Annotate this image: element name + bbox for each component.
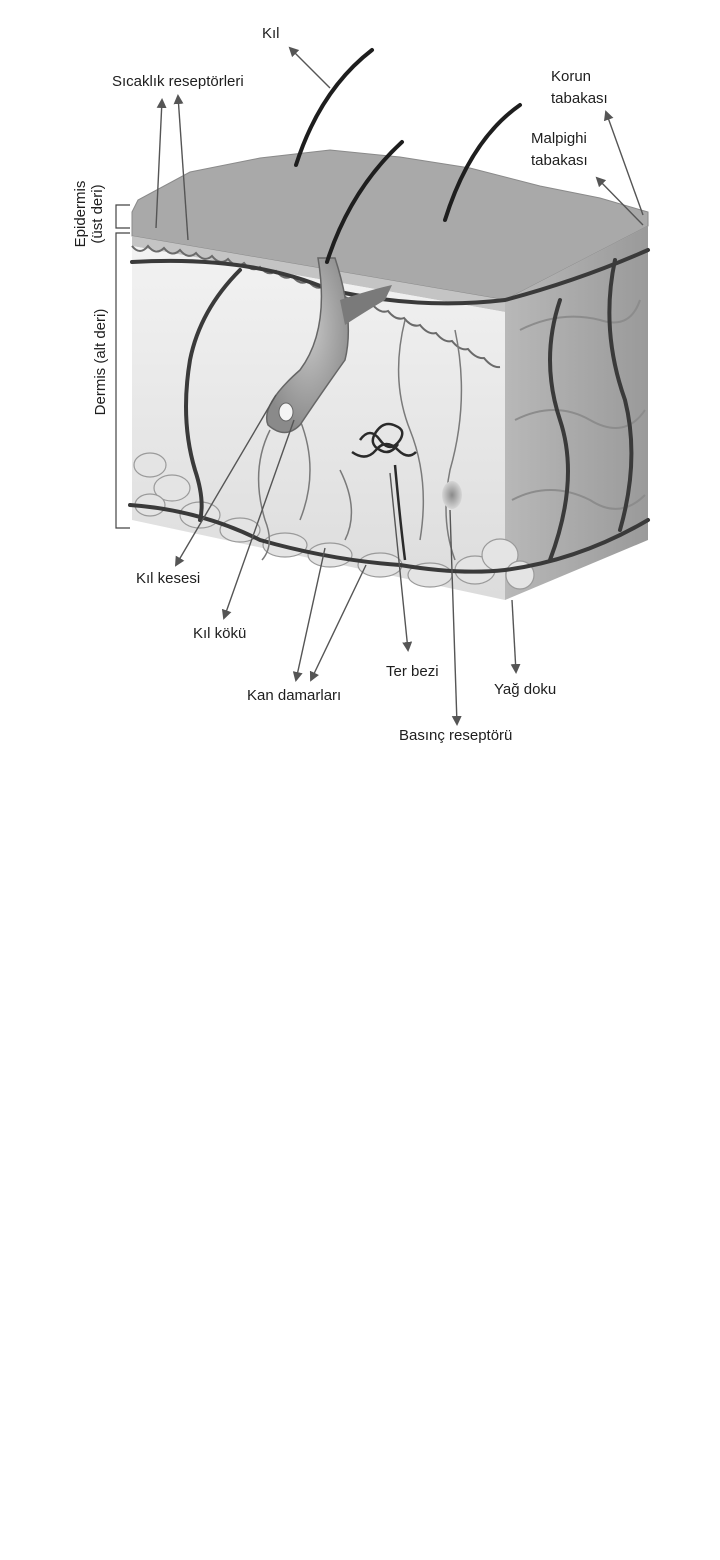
hair-follicle (266, 257, 350, 434)
label-hair: Kıl (262, 25, 280, 42)
label-stratum-corneum-line2: tabakası (551, 90, 608, 107)
skin-top-surface (131, 149, 649, 301)
skin-front-face (132, 246, 505, 600)
label-sweat-gland: Ter bezi (386, 663, 439, 680)
label-malpighian-layer-line2: tabakası (531, 152, 588, 169)
hairs (294, 48, 522, 264)
skin-illustration (115, 46, 650, 726)
sweat-gland (351, 422, 417, 561)
label-blood-vessels: Kan damarları (247, 687, 342, 704)
label-malpighian-layer-line1: Malpighi (531, 130, 587, 147)
label-fat-tissue: Yağ doku (494, 681, 557, 698)
label-epidermis-line1: Epidermis (72, 180, 89, 248)
label-stratum-corneum-line1: Korun (551, 68, 592, 85)
label-hair-root: Kıl kökü (193, 625, 247, 642)
nerves (257, 319, 463, 561)
label-dermis: Dermis (alt deri) (92, 308, 109, 416)
label-arrows (155, 46, 644, 726)
skin-diagram: Kıl Sıcaklık reseptörleri Korun tabakası… (0, 0, 720, 760)
label-epidermis-line2: (üst deri) (89, 184, 106, 244)
label-pressure-receptor: Basınç reseptörü (399, 727, 513, 744)
pressure-receptor (442, 481, 462, 509)
label-epidermis: Epidermis (üst deri) (72, 174, 108, 254)
hair-root (278, 402, 294, 422)
layer-brackets (115, 204, 130, 529)
label-temperature-receptors: Sıcaklık reseptörleri (112, 73, 244, 90)
label-hair-follicle: Kıl kesesi (136, 570, 201, 587)
